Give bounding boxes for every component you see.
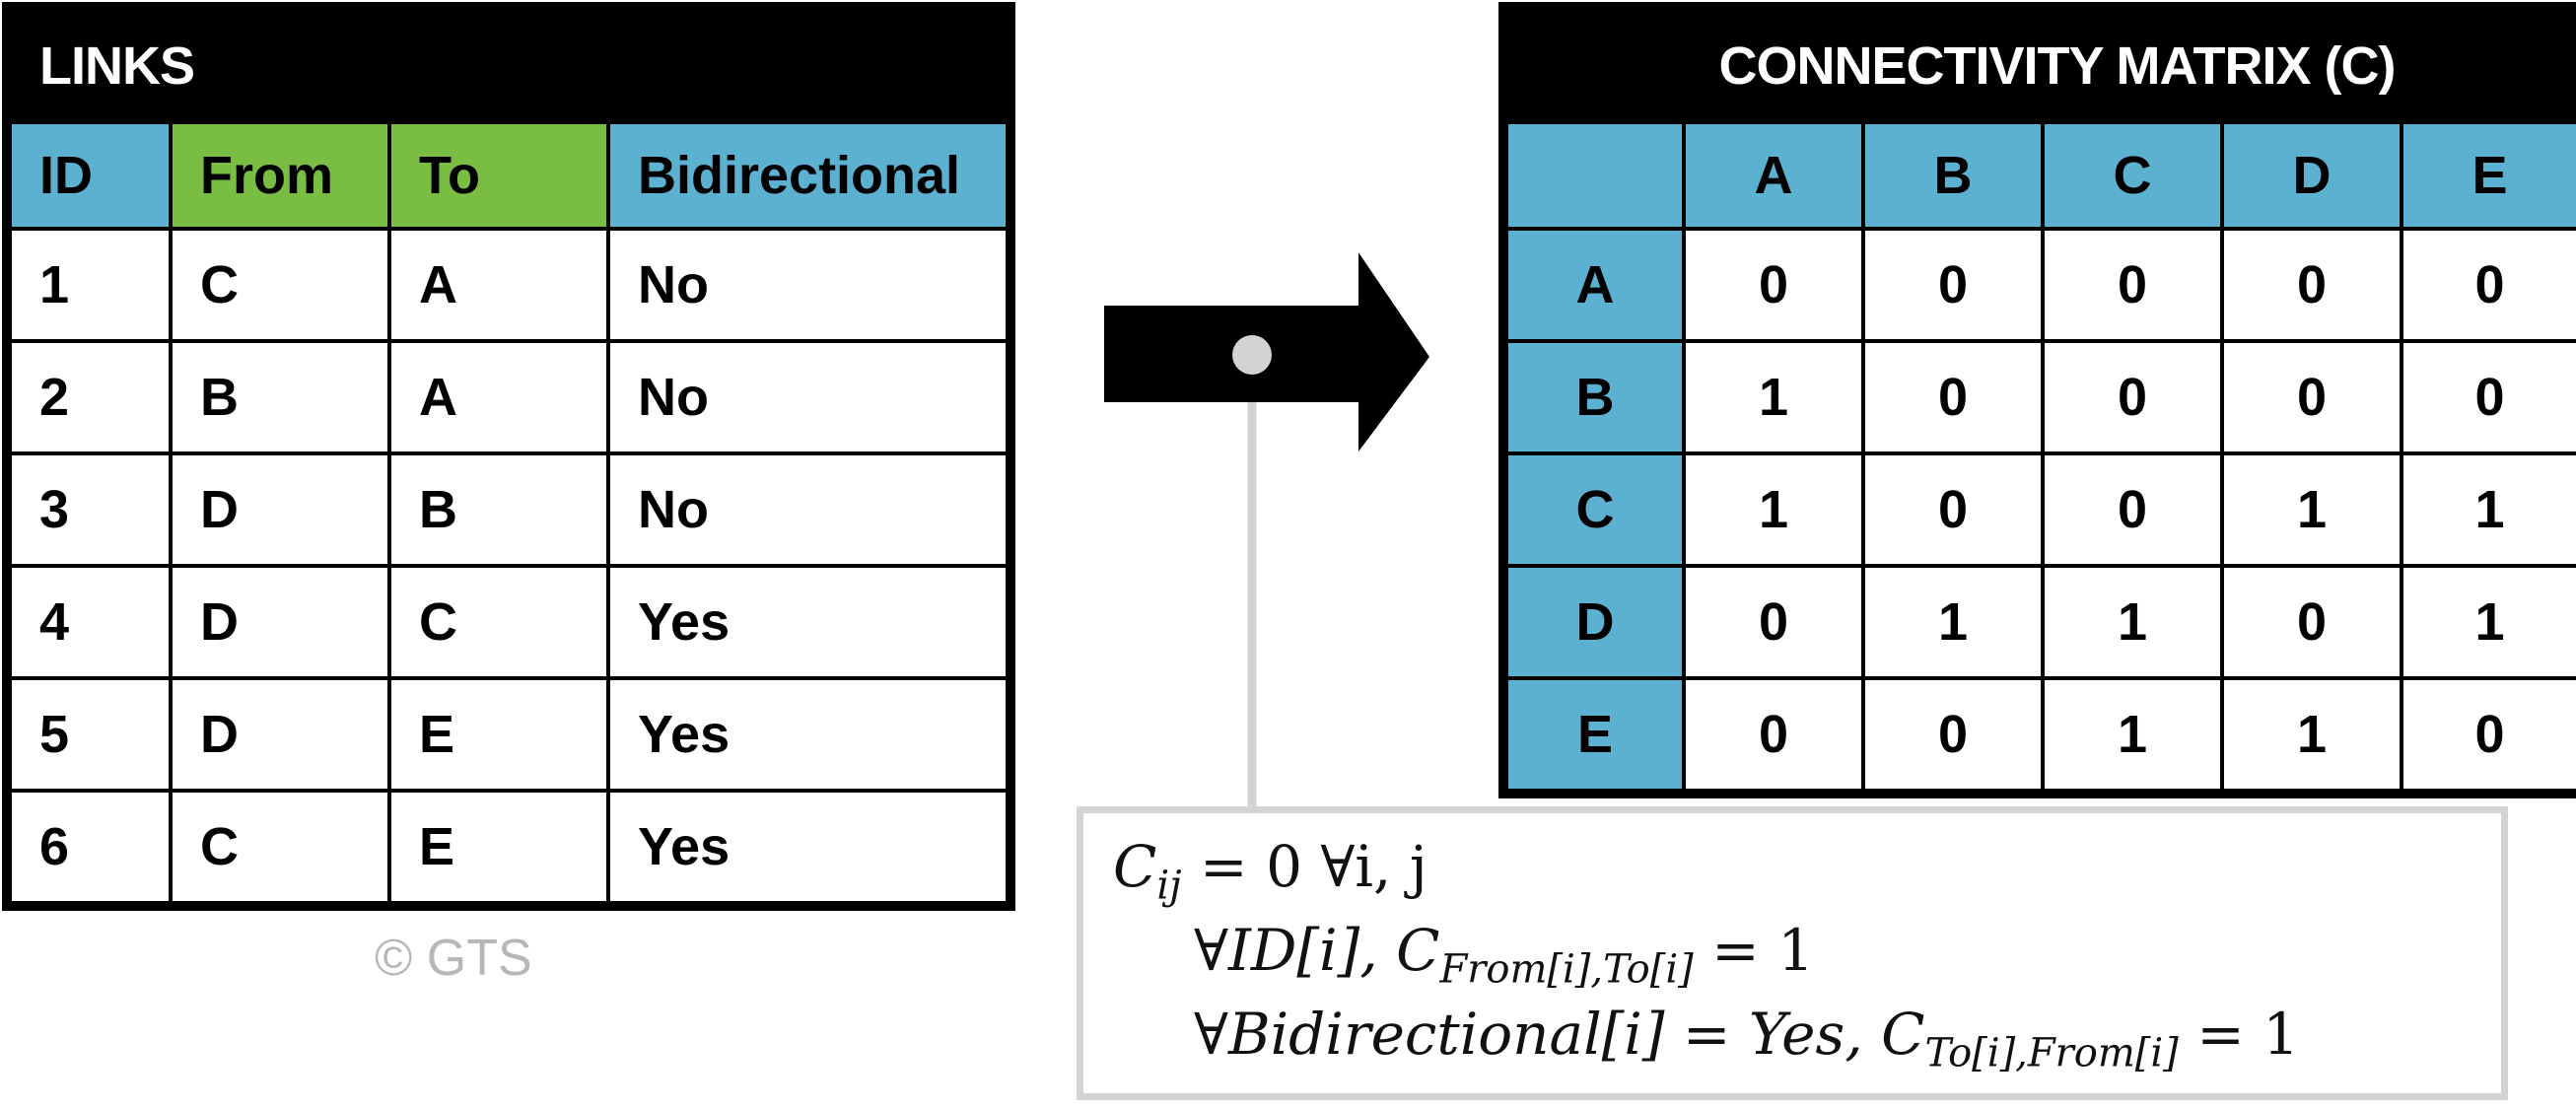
formula-1-rhs: = 0 ∀i, j xyxy=(1181,833,1427,900)
link-from-cell: C xyxy=(169,227,391,343)
matrix-cell: 1 xyxy=(1682,339,1865,455)
link-to-cell: B xyxy=(387,451,610,568)
formula-line-2: ∀ID[i], CFrom[i],To[i] = 1 xyxy=(1194,917,1814,993)
matrix-header-row: A B C D E xyxy=(1501,120,2576,231)
matrix-cell: 0 xyxy=(1682,564,1865,680)
matrix-cell: 1 xyxy=(2220,451,2403,568)
links-header-id: ID xyxy=(5,120,173,231)
table-row: A 0 0 0 0 0 xyxy=(1501,227,2576,343)
link-bidirectional-cell: Yes xyxy=(606,789,1012,908)
table-row: 3 D B No xyxy=(5,451,1012,568)
link-bidirectional-cell: No xyxy=(606,451,1012,568)
matrix-row-header: B xyxy=(1501,339,1686,455)
formula-3-prefix: ∀Bidirectional[i] = Yes, C xyxy=(1194,1001,1925,1068)
table-row: 6 C E Yes xyxy=(5,789,1012,908)
links-table: LINKS ID From To Bidirectional 1 C A No … xyxy=(2,2,1015,911)
connectivity-matrix-table: CONNECTIVITY MATRIX (C) A B C D E A 0 0 … xyxy=(1498,2,2576,798)
formula-2-rhs: = 1 xyxy=(1693,917,1815,984)
formula-2-prefix: ∀ID[i], C xyxy=(1194,917,1440,984)
matrix-cell: 1 xyxy=(2220,676,2403,796)
matrix-cell: 0 xyxy=(2220,339,2403,455)
table-row: D 0 1 1 0 1 xyxy=(1501,564,2576,680)
link-from-cell: C xyxy=(169,789,391,908)
link-from-cell: D xyxy=(169,676,391,793)
matrix-cell: 1 xyxy=(2400,451,2576,568)
links-header-to: To xyxy=(387,120,610,231)
link-id-cell: 3 xyxy=(5,451,173,568)
matrix-cell: 1 xyxy=(1682,451,1865,568)
formula-2-sub: From[i],To[i] xyxy=(1439,946,1694,993)
link-to-cell: E xyxy=(387,676,610,793)
matrix-cell: 0 xyxy=(2041,451,2224,568)
matrix-column-header: A xyxy=(1682,120,1865,231)
connector-dot xyxy=(1232,335,1272,375)
link-id-cell: 4 xyxy=(5,564,173,680)
matrix-row-header: A xyxy=(1501,227,1686,343)
matrix-cell: 0 xyxy=(1861,451,2045,568)
matrix-column-header: C xyxy=(2041,120,2224,231)
table-row: 4 D C Yes xyxy=(5,564,1012,680)
links-header-bidirectional: Bidirectional xyxy=(606,120,1012,231)
table-row: 5 D E Yes xyxy=(5,676,1012,793)
link-to-cell: E xyxy=(387,789,610,908)
table-row: C 1 0 0 1 1 xyxy=(1501,451,2576,568)
link-id-cell: 5 xyxy=(5,676,173,793)
formula-1-sub: ij xyxy=(1156,863,1182,909)
matrix-cell: 0 xyxy=(2400,339,2576,455)
link-from-cell: D xyxy=(169,451,391,568)
formula-box: Cij = 0 ∀i, j ∀ID[i], CFrom[i],To[i] = 1… xyxy=(1077,806,2508,1100)
formula-line-1: Cij = 0 ∀i, j xyxy=(1113,833,1427,909)
table-row: 2 B A No xyxy=(5,339,1012,455)
matrix-column-header: B xyxy=(1861,120,2045,231)
matrix-cell: 0 xyxy=(1682,227,1865,343)
copyright-text: © GTS xyxy=(375,930,532,987)
link-id-cell: 6 xyxy=(5,789,173,908)
formula-line-3: ∀Bidirectional[i] = Yes, CTo[i],From[i] … xyxy=(1194,1001,2299,1076)
matrix-cell: 0 xyxy=(1861,676,2045,796)
link-to-cell: A xyxy=(387,339,610,455)
matrix-row-header: C xyxy=(1501,451,1686,568)
matrix-cell: 1 xyxy=(2041,676,2224,796)
table-row: E 0 0 1 1 0 xyxy=(1501,676,2576,796)
matrix-cell: 0 xyxy=(2400,227,2576,343)
link-bidirectional-cell: No xyxy=(606,227,1012,343)
matrix-row-header: E xyxy=(1501,676,1686,796)
link-from-cell: D xyxy=(169,564,391,680)
link-bidirectional-cell: No xyxy=(606,339,1012,455)
matrix-cell: 0 xyxy=(2041,227,2224,343)
links-header-row: ID From To Bidirectional xyxy=(5,120,1012,231)
formula-1-lhs: C xyxy=(1113,833,1157,900)
table-row: B 1 0 0 0 0 xyxy=(1501,339,2576,455)
matrix-cell: 0 xyxy=(2220,564,2403,680)
link-id-cell: 1 xyxy=(5,227,173,343)
matrix-table-title: CONNECTIVITY MATRIX (C) xyxy=(1501,5,2576,124)
matrix-row-header: D xyxy=(1501,564,1686,680)
links-header-from: From xyxy=(169,120,391,231)
link-bidirectional-cell: Yes xyxy=(606,564,1012,680)
matrix-cell: 1 xyxy=(1861,564,2045,680)
link-to-cell: A xyxy=(387,227,610,343)
formula-3-sub: To[i],From[i] xyxy=(1924,1030,2179,1076)
matrix-cell: 0 xyxy=(1682,676,1865,796)
matrix-cell: 0 xyxy=(2400,676,2576,796)
link-bidirectional-cell: Yes xyxy=(606,676,1012,793)
link-id-cell: 2 xyxy=(5,339,173,455)
matrix-cell: 0 xyxy=(2041,339,2224,455)
matrix-cell: 1 xyxy=(2400,564,2576,680)
formula-3-rhs: = 1 xyxy=(2178,1001,2300,1068)
matrix-column-header: D xyxy=(2220,120,2403,231)
matrix-column-header: E xyxy=(2400,120,2576,231)
matrix-cell: 0 xyxy=(1861,339,2045,455)
link-to-cell: C xyxy=(387,564,610,680)
links-table-title: LINKS xyxy=(5,5,1012,124)
link-from-cell: B xyxy=(169,339,391,455)
matrix-cell: 1 xyxy=(2041,564,2224,680)
table-row: 1 C A No xyxy=(5,227,1012,343)
matrix-corner-cell xyxy=(1501,120,1686,231)
matrix-cell: 0 xyxy=(1861,227,2045,343)
matrix-cell: 0 xyxy=(2220,227,2403,343)
